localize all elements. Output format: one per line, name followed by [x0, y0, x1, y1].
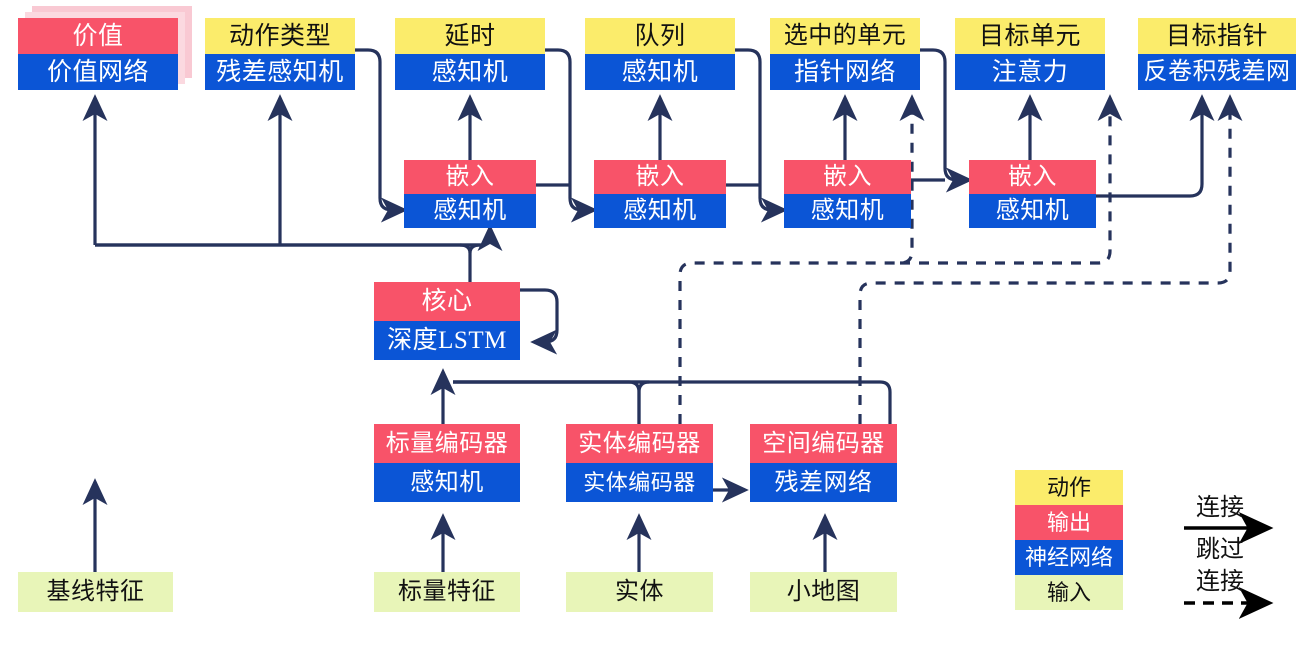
node-input-scalar-features-label: 标量特征: [374, 572, 520, 612]
node-target-unit[interactable]: 目标单元 注意力: [955, 18, 1105, 90]
node-entity-encoder[interactable]: 实体编码器 实体编码器: [566, 424, 713, 502]
wire-spatialenc-to-bus: [453, 380, 892, 424]
wire-selectedunits-to-embed4: [920, 48, 973, 193]
node-target-point-network: 反卷积残差网: [1138, 54, 1296, 90]
legend-item-input: 输入: [1015, 575, 1123, 610]
legend-item-action: 动作: [1015, 470, 1123, 505]
skip-spatialenc-to-targetpoint: [858, 94, 1243, 424]
node-action-type-action: 动作类型: [205, 18, 355, 54]
legend-item-output: 输出: [1015, 505, 1123, 540]
legend-swatch: 动作 输出 神经网络 输入: [1015, 470, 1123, 610]
node-scalar-encoder-network: 感知机: [374, 463, 520, 502]
node-target-unit-action: 目标单元: [955, 18, 1105, 54]
node-core-network: 深度LSTM: [374, 321, 520, 360]
wire-queued-to-embed3: [735, 48, 788, 223]
node-core-output: 核心: [374, 282, 520, 321]
node-target-point[interactable]: 目标指针 反卷积残差网: [1138, 18, 1296, 90]
node-value-output: 价值: [18, 18, 178, 54]
node-value-network: 价值网络: [18, 54, 178, 90]
node-spatial-encoder-output: 空间编码器: [750, 424, 897, 463]
node-delay-action: 延时: [395, 18, 545, 54]
wire-actiontype-to-embed1: [355, 48, 408, 223]
node-input-entities[interactable]: 实体: [566, 572, 713, 612]
node-spatial-encoder[interactable]: 空间编码器 残差网络: [750, 424, 897, 502]
wire-entityenc-bus: [453, 380, 651, 424]
node-input-minimap-label: 小地图: [750, 572, 897, 612]
node-value[interactable]: 价值 价值网络: [18, 18, 178, 90]
skip-entityenc-to-selectedunits: [678, 94, 925, 424]
node-queued-action: 队列: [585, 18, 735, 54]
node-target-unit-network: 注意力: [955, 54, 1105, 90]
node-embed-4-output: 嵌入: [969, 160, 1096, 194]
node-target-point-action: 目标指针: [1138, 18, 1296, 54]
node-input-entities-label: 实体: [566, 572, 713, 612]
node-entity-encoder-network: 实体编码器: [566, 463, 713, 502]
node-selected-units[interactable]: 选中的单元 指针网络: [770, 18, 920, 90]
node-queued-network: 感知机: [585, 54, 735, 90]
node-scalar-encoder-output: 标量编码器: [374, 424, 520, 463]
wire-delay-to-embed2: [545, 48, 598, 223]
legend-connection-label: 连接: [1196, 495, 1244, 521]
node-input-minimap[interactable]: 小地图: [750, 572, 897, 612]
node-queued[interactable]: 队列 感知机: [585, 18, 735, 90]
wire-embed4-to-targetpoint: [1096, 94, 1215, 198]
node-delay-network: 感知机: [395, 54, 545, 90]
node-embed-4[interactable]: 嵌入 感知机: [969, 160, 1096, 228]
node-input-scalar-features[interactable]: 标量特征: [374, 572, 520, 612]
node-delay[interactable]: 延时 感知机: [395, 18, 545, 90]
node-entity-encoder-output: 实体编码器: [566, 424, 713, 463]
node-spatial-encoder-network: 残差网络: [750, 463, 897, 502]
node-embed-1-output: 嵌入: [404, 160, 536, 194]
wire-core-to-leftbus: [95, 243, 472, 254]
node-selected-units-network: 指针网络: [770, 54, 920, 90]
node-embed-4-network: 感知机: [969, 194, 1096, 228]
node-embed-1[interactable]: 嵌入 感知机: [404, 160, 536, 228]
wire-entityenc-to-bus: [453, 380, 641, 424]
legend-skip-label-line2: 连接: [1196, 569, 1244, 595]
node-action-type-network: 残差感知机: [205, 54, 355, 90]
wire-core-to-embed1: [470, 224, 503, 252]
node-scalar-encoder[interactable]: 标量编码器 感知机: [374, 424, 520, 502]
legend-skip-label-line1: 跳过: [1196, 537, 1244, 563]
node-embed-1-network: 感知机: [404, 194, 536, 228]
legend-item-network: 神经网络: [1015, 540, 1123, 575]
node-embed-3[interactable]: 嵌入 感知机: [784, 160, 911, 228]
node-embed-3-network: 感知机: [784, 194, 911, 228]
node-input-baseline-features-label: 基线特征: [18, 572, 173, 612]
wire-core-recurrent: [520, 288, 559, 355]
node-selected-units-action: 选中的单元: [770, 18, 920, 54]
node-action-type[interactable]: 动作类型 残差感知机: [205, 18, 355, 90]
skip-entityenc-to-targetunit: [900, 94, 1123, 265]
node-input-baseline-features[interactable]: 基线特征: [18, 572, 173, 612]
node-embed-2-output: 嵌入: [594, 160, 726, 194]
node-embed-2[interactable]: 嵌入 感知机: [594, 160, 726, 228]
node-core[interactable]: 核心 深度LSTM: [374, 282, 520, 360]
node-embed-3-output: 嵌入: [784, 160, 911, 194]
node-embed-2-network: 感知机: [594, 194, 726, 228]
